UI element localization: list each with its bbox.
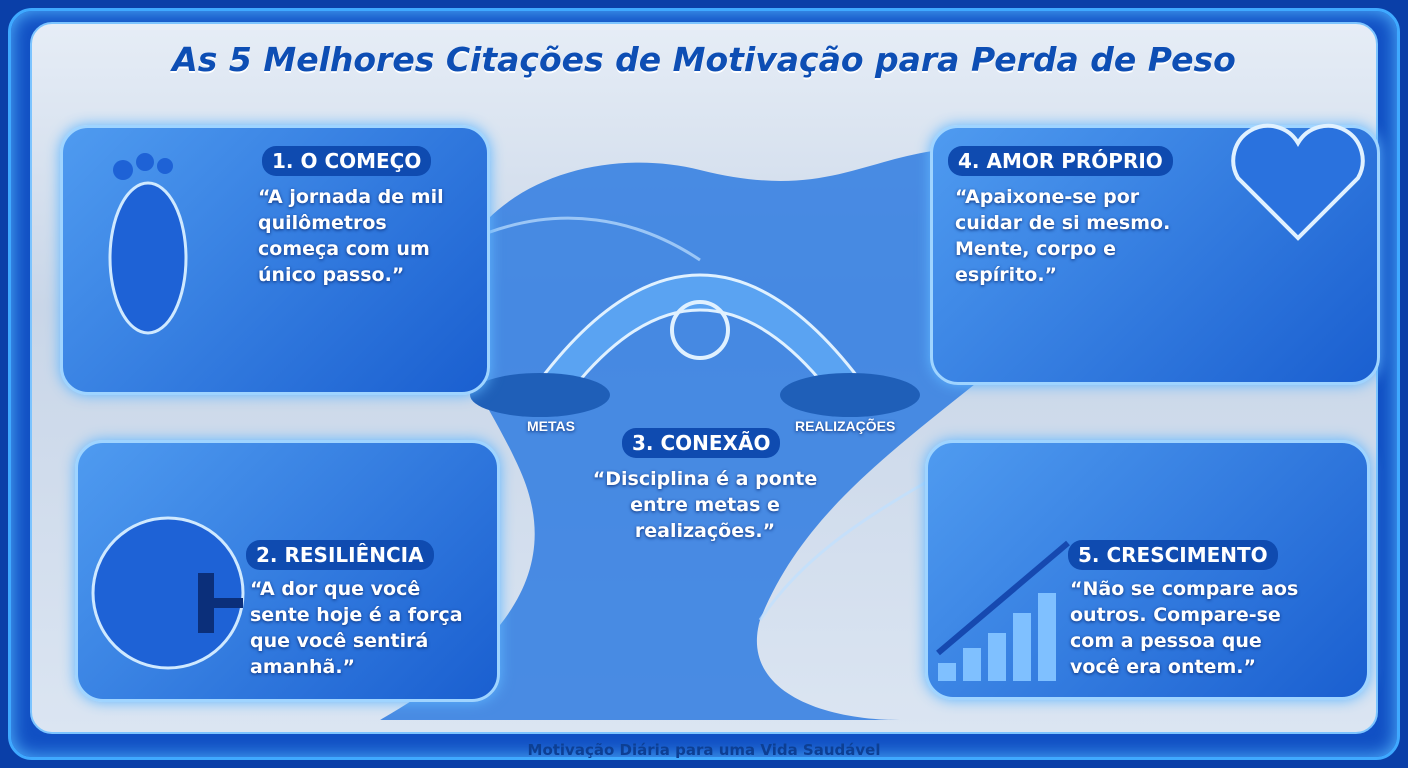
quote-line: “Apaixone-se por — [955, 186, 1140, 208]
section-1-heading: 1. O COMEÇO — [262, 146, 432, 176]
quote-line: cuidar de si mesmo. — [955, 212, 1171, 234]
quote-line: “Disciplina é a ponte — [592, 468, 818, 490]
page-title: As 5 Melhores Citações de Motivação para… — [172, 40, 1236, 79]
quote-line: com a pessoa que — [1070, 630, 1262, 652]
metas-label: METAS — [527, 418, 575, 434]
section-2-heading: 2. RESILIÊNCIA — [246, 540, 434, 570]
section-2-panel — [75, 440, 500, 702]
flexed-arm-dumbbell-icon — [91, 516, 245, 670]
quote-line: “Não se compare aos — [1070, 578, 1299, 600]
quote-line: “A dor que você — [250, 578, 421, 600]
quote-line: amanhã.” — [250, 656, 356, 678]
section-2-quote: “A dor que você sente hoje é a força que v… — [250, 576, 463, 680]
section-3-heading: 3. CONEXÃO — [622, 428, 781, 458]
quote-line: Mente, corpo e — [955, 238, 1116, 260]
realizacoes-label: REALIZAÇÕES — [795, 418, 896, 434]
quote-line: único passo.” — [258, 264, 405, 286]
quote-line: realizações.” — [634, 520, 776, 542]
footer-text: Motivação Diária para uma Vida Saudável — [527, 741, 881, 759]
section-1-quote: “A jornada de mil quilômetros começa com u… — [258, 184, 444, 288]
quote-line: começa com um — [258, 238, 430, 260]
section-4-heading: 4. AMOR PRÓPRIO — [948, 146, 1173, 176]
quote-line: entre metas e — [630, 494, 780, 516]
section-3-quote: “Disciplina é a ponte entre metas e realiz… — [570, 466, 840, 544]
section-4-quote: “Apaixone-se por cuidar de si mesmo. Mente… — [955, 184, 1170, 288]
quote-line: você era ontem.” — [1070, 656, 1256, 678]
quote-line: sente hoje é a força — [250, 604, 463, 626]
quote-line: quilômetros — [258, 212, 387, 234]
growth-chart-icon — [936, 540, 1070, 681]
section-5-panel — [925, 440, 1370, 700]
section-5-heading: 5. CRESCIMENTO — [1068, 540, 1278, 570]
bridge-icon — [470, 273, 920, 417]
footprint-icon — [108, 153, 188, 335]
quote-line: espírito.” — [955, 264, 1058, 286]
quote-line: que você sentirá — [250, 630, 429, 652]
heart-icon — [1231, 123, 1365, 241]
quote-line: outros. Compare-se — [1070, 604, 1281, 626]
quote-line: “A jornada de mil — [258, 186, 444, 208]
section-5-quote: “Não se compare aos outros. Compare-se com… — [1070, 576, 1298, 680]
